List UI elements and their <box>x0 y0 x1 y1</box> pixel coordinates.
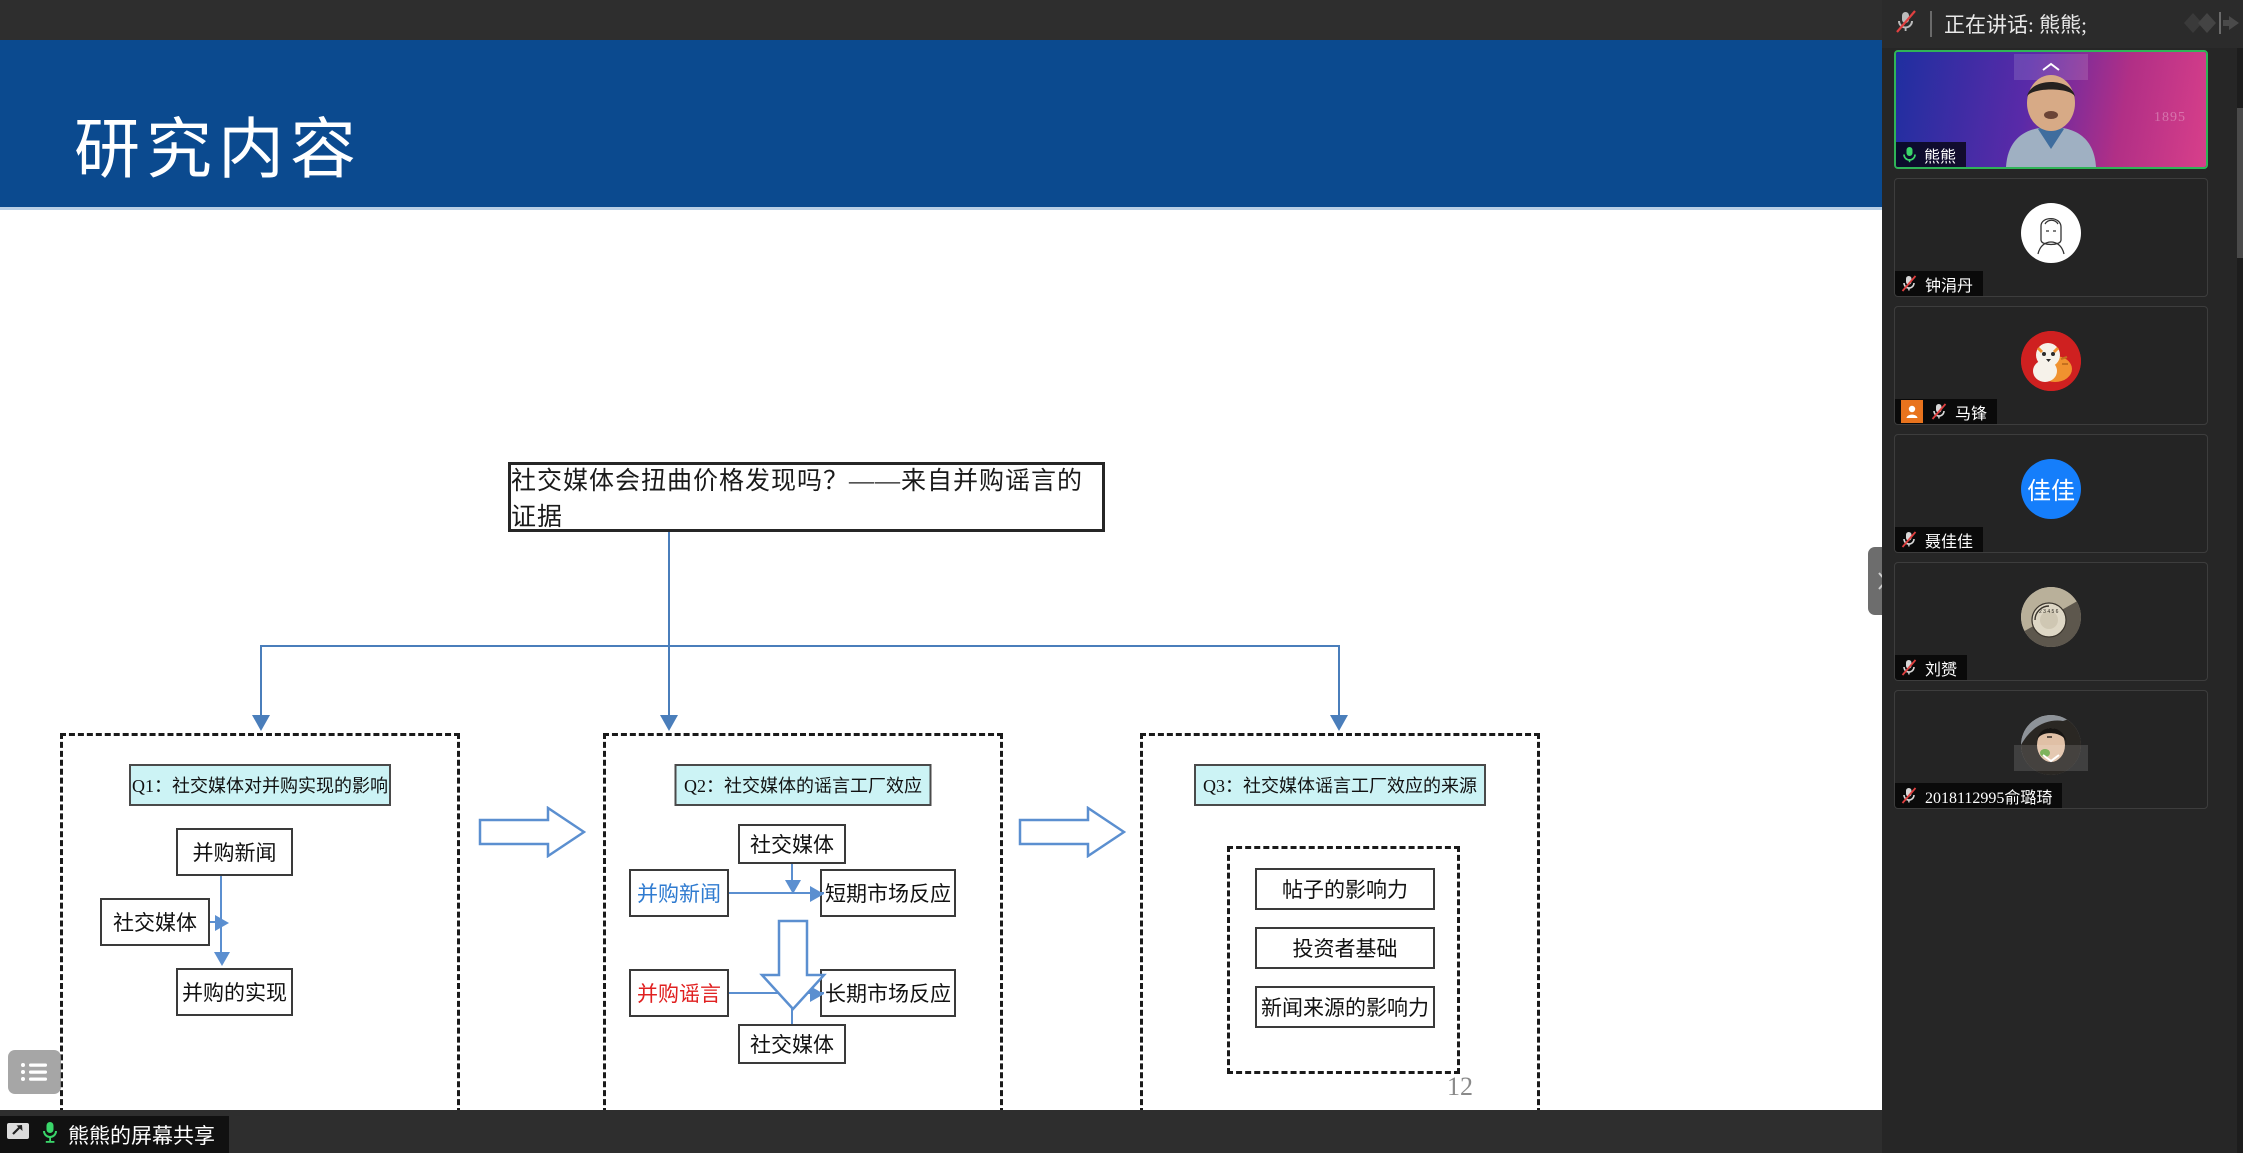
q2-arrowhead-right-bottom-icon <box>810 986 824 1002</box>
presentation-slide[interactable]: 研究内容 社交媒体会扭曲价格发现吗？——来自并购谣言的证据 Q1：社交媒体对并购… <box>0 40 1882 1123</box>
q2-node-merger-rumor: 并购谣言 <box>629 969 729 1017</box>
participant-name: 刘赟 <box>1925 661 1958 679</box>
q1-node-merger-completion: 并购的实现 <box>176 968 293 1016</box>
q2-line-sm-bottom-up <box>791 1002 793 1024</box>
q2-node-social-media-bottom: 社交媒体 <box>738 1024 846 1064</box>
q3-node-post-influence: 帖子的影响力 <box>1255 868 1435 910</box>
svg-text:2 3 4 5 6: 2 3 4 5 6 <box>2039 609 2059 615</box>
q2-arrowhead-right-top-icon <box>810 886 824 902</box>
participant-name-badge: 熊熊 <box>1896 142 1967 167</box>
toolbar-divider <box>1930 11 1932 37</box>
connector-vertical-q1 <box>260 645 262 720</box>
participant-tile-yuluqi[interactable]: 2018112995俞璐琦 <box>1894 690 2208 809</box>
mic-muted-icon <box>1901 530 1917 548</box>
shared-screen-area: 研究内容 社交媒体会扭曲价格发现吗？——来自并购谣言的证据 Q1：社交媒体对并购… <box>0 0 1907 1153</box>
host-badge-icon <box>1901 400 1923 423</box>
arrowhead-q1-icon <box>252 715 270 731</box>
group-q3: Q3：社交媒体谣言工厂效应的来源 帖子的影响力 投资者基础 新闻来源的影响力 <box>1140 733 1540 1114</box>
participant-tile-liuyun[interactable]: 2 3 4 5 6 刘赟 <box>1894 562 2208 681</box>
q1-arrowhead-right-icon <box>215 915 229 931</box>
q2-line-sm-top-down <box>791 864 793 884</box>
participant-name: 聂佳佳 <box>1925 533 1974 551</box>
q2-node-social-media-top: 社交媒体 <box>738 824 846 864</box>
arrowhead-q3-icon <box>1330 715 1348 731</box>
q2-line-news-to-short <box>729 892 824 894</box>
participant-name: 熊熊 <box>1924 148 1957 166</box>
q1-label: Q1：社交媒体对并购实现的影响 <box>129 764 391 806</box>
chevron-down-icon[interactable] <box>2014 745 2088 771</box>
avatar <box>2021 330 2081 391</box>
participant-name-badge: 刘赟 <box>1895 655 1968 680</box>
mic-muted-icon[interactable] <box>1894 9 1918 40</box>
avatar <box>2021 714 2081 775</box>
mic-muted-icon <box>1901 658 1917 676</box>
participant-name-badge: 钟涓丹 <box>1895 271 1984 296</box>
q2-node-short-term-reaction: 短期市场反应 <box>820 869 956 917</box>
participant-tile-zhongjuandan[interactable]: 钟涓丹 <box>1894 178 2208 297</box>
mic-active-icon <box>1903 146 1916 162</box>
q2-big-down-arrow-icon <box>758 919 828 1011</box>
participant-name-badge: 2018112995俞璐琦 <box>1895 783 2063 808</box>
q2-line-rumor-to-long <box>729 992 824 994</box>
connector-horizontal <box>260 645 1340 647</box>
mic-active-icon <box>41 1120 59 1150</box>
q2-node-merger-news: 并购新闻 <box>629 869 729 917</box>
window-controls[interactable] <box>2179 8 2241 38</box>
connector-vertical-q3 <box>1338 645 1340 720</box>
q2-label: Q2：社交媒体的谣言工厂效应 <box>674 764 932 806</box>
participant-name-badge: 马锋 <box>1895 399 1998 424</box>
participant-tile-xiongxiong[interactable]: 1895 熊熊 <box>1894 50 2208 169</box>
block-arrow-q2-to-q3-icon <box>1018 805 1127 859</box>
arrowhead-q2-icon <box>660 715 678 731</box>
participant-name: 2018112995俞璐琦 <box>1925 789 2053 807</box>
screen-share-status-bar: 熊熊的屏幕共享 <box>0 1116 229 1153</box>
group-q2: Q2：社交媒体的谣言工厂效应 社交媒体 并购新闻 短期市场反应 并购谣言 长期市… <box>603 733 1003 1114</box>
group-q1: Q1：社交媒体对并购实现的影响 并购新闻 社交媒体 并购的实现 <box>60 733 460 1114</box>
slide-header-rule <box>0 207 1882 210</box>
avatar <box>2021 202 2081 263</box>
q3-label: Q3：社交媒体谣言工厂效应的来源 <box>1194 764 1486 806</box>
slide-list-toggle-button[interactable] <box>8 1050 61 1094</box>
q1-arrowhead-down-icon <box>214 952 230 966</box>
q2-node-long-term-reaction: 长期市场反应 <box>820 969 956 1017</box>
participant-video-rail: 正在讲话: 熊熊; 1895 <box>1882 0 2243 1153</box>
q3-inner-dashed-box <box>1227 846 1460 1074</box>
q1-node-merger-news: 并购新闻 <box>176 828 293 876</box>
share-bottom-strip <box>0 1110 1882 1153</box>
mic-muted-icon <box>1901 274 1917 292</box>
rail-scrollbar-thumb[interactable] <box>2237 108 2243 258</box>
rail-scrollbar-track[interactable] <box>2237 48 2243 1153</box>
connector-vertical-main <box>668 532 670 647</box>
page-title: 研究内容 <box>74 114 362 187</box>
research-framework-diagram: 社交媒体会扭曲价格发现吗？——来自并购谣言的证据 Q1：社交媒体对并购实现的影响… <box>0 210 1882 1123</box>
participant-name-badge: 聂佳佳 <box>1895 527 1984 552</box>
active-speaker-text: 正在讲话: 熊熊; <box>1944 13 2087 37</box>
screen-share-icon <box>6 1121 32 1149</box>
mic-muted-icon <box>1931 402 1947 420</box>
list-icon <box>20 1063 47 1081</box>
slide-header-band <box>0 40 1882 207</box>
q3-node-investor-base: 投资者基础 <box>1255 927 1435 969</box>
active-speaker-bar: 正在讲话: 熊熊; <box>1882 0 2243 48</box>
screen-share-status-text: 熊熊的屏幕共享 <box>68 1123 215 1148</box>
q1-node-social-media: 社交媒体 <box>100 898 210 946</box>
slide-page-number: 12 <box>1447 1072 1473 1101</box>
block-arrow-q1-to-q2-icon <box>478 805 587 859</box>
participant-tile-mafeng[interactable]: 马锋 <box>1894 306 2208 425</box>
participant-tile-niejiajia[interactable]: 佳佳 聂佳佳 <box>1894 434 2208 553</box>
share-top-bar <box>0 0 1882 40</box>
participant-name: 钟涓丹 <box>1925 277 1974 295</box>
avatar: 2 3 4 5 6 <box>2021 586 2081 647</box>
main-research-question-box: 社交媒体会扭曲价格发现吗？——来自并购谣言的证据 <box>508 462 1105 532</box>
connector-vertical-q2 <box>668 645 670 720</box>
mic-muted-icon <box>1901 786 1917 804</box>
q2-arrowhead-down-top-icon <box>785 880 801 894</box>
q3-node-news-source-influence: 新闻来源的影响力 <box>1255 986 1435 1028</box>
video-watermark: 1895 <box>2154 110 2186 125</box>
participant-name: 马锋 <box>1955 405 1988 423</box>
avatar: 佳佳 <box>2021 458 2081 519</box>
speaker-silhouette <box>2006 75 2096 167</box>
